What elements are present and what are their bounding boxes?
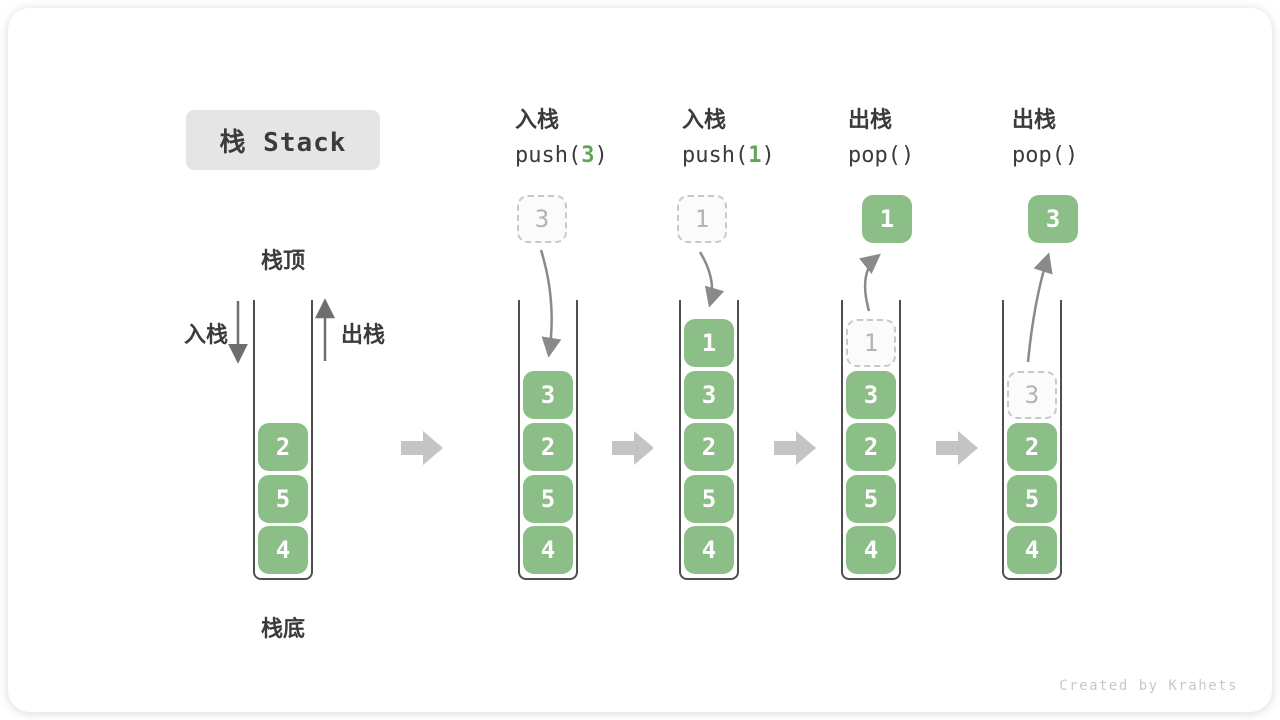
- stack-item: 2: [523, 423, 573, 471]
- op-code-label: pop(): [848, 142, 914, 170]
- stack-item: 3: [523, 371, 573, 419]
- op-label-push-3: 入栈 push(3): [515, 108, 608, 170]
- op-code-label: pop(): [1012, 142, 1078, 170]
- stack-top-label: 栈顶: [260, 249, 305, 274]
- diagram-title: 栈 Stack: [186, 110, 380, 170]
- stack-well-5: [1002, 300, 1062, 580]
- stack-item: 1: [684, 319, 734, 367]
- stack-item: 4: [1007, 526, 1057, 574]
- op-zh-label: 出栈: [1012, 108, 1057, 133]
- stack-item-ghost: 1: [846, 319, 896, 367]
- op-zh-label: 出栈: [848, 108, 893, 133]
- code-text: pop(: [848, 143, 901, 168]
- floating-push-value: 1: [677, 195, 727, 243]
- stack-item: 5: [523, 475, 573, 523]
- stack-item: 2: [258, 423, 308, 471]
- pop-side-label: 出栈: [341, 323, 386, 348]
- code-text: pop(: [1012, 143, 1065, 168]
- code-text: push(: [515, 143, 582, 168]
- push-side-label: 入栈: [184, 323, 229, 348]
- code-text: ): [1064, 143, 1079, 168]
- watermark: Created by Krahets: [1059, 678, 1238, 694]
- op-code-label: push(1): [682, 142, 775, 170]
- stack-item: 5: [684, 475, 734, 523]
- stack-item: 5: [1007, 475, 1057, 523]
- stack-item: 4: [846, 526, 896, 574]
- stack-item-ghost: 3: [1007, 371, 1057, 419]
- stack-item: 4: [523, 526, 573, 574]
- stack-item: 4: [684, 526, 734, 574]
- code-arg: 3: [581, 143, 595, 168]
- stack-well-4: [841, 300, 901, 580]
- floating-pop-value: 1: [862, 195, 912, 243]
- stack-item: 4: [258, 526, 308, 574]
- stack-item: 5: [258, 475, 308, 523]
- stack-item: 2: [684, 423, 734, 471]
- stack-item: 3: [684, 371, 734, 419]
- op-zh-label: 入栈: [682, 108, 727, 133]
- op-label-pop-1: 出栈 pop(): [848, 108, 914, 170]
- code-text: ): [761, 143, 775, 168]
- code-arg: 1: [748, 143, 762, 168]
- op-label-push-1: 入栈 push(1): [682, 108, 775, 170]
- op-zh-label: 入栈: [515, 108, 560, 133]
- stack-item: 2: [1007, 423, 1057, 471]
- code-text: push(: [682, 143, 749, 168]
- op-label-pop-2: 出栈 pop(): [1012, 108, 1078, 170]
- stack-item: 5: [846, 475, 896, 523]
- code-text: ): [900, 143, 915, 168]
- floating-push-value: 3: [517, 195, 567, 243]
- op-code-label: push(3): [515, 142, 608, 170]
- stack-item: 3: [846, 371, 896, 419]
- floating-pop-value: 3: [1028, 195, 1078, 243]
- code-text: ): [594, 143, 608, 168]
- stack-well-1: [253, 300, 313, 580]
- stack-well-3: [679, 300, 739, 580]
- stack-bottom-label: 栈底: [260, 617, 305, 642]
- stack-well-2: [518, 300, 578, 580]
- stack-item: 2: [846, 423, 896, 471]
